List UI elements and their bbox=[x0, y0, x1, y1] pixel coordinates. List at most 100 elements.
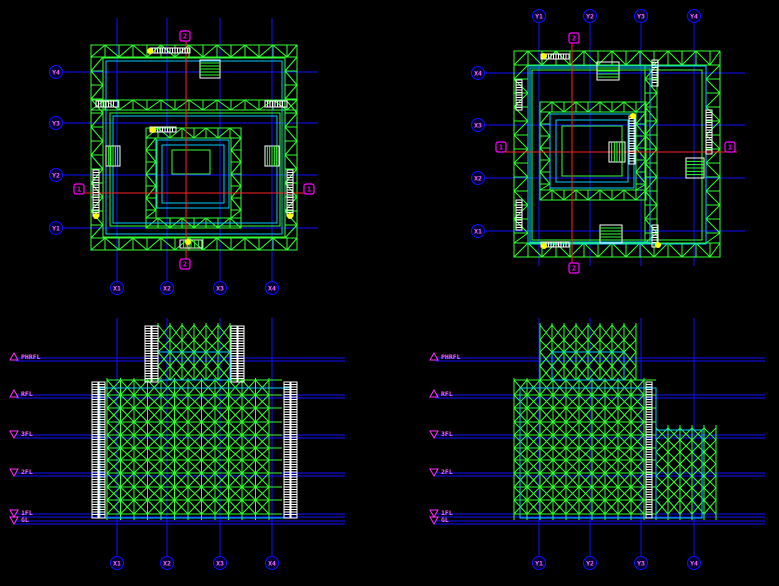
grid-bubble-x4: X4 bbox=[265, 556, 279, 570]
scaffold-brace bbox=[644, 92, 658, 108]
cross-brace bbox=[604, 394, 619, 409]
cross-brace bbox=[552, 472, 567, 488]
cross-brace bbox=[174, 407, 189, 423]
scaffold-brace bbox=[284, 56, 298, 72]
cross-brace bbox=[539, 351, 553, 367]
scaffold-band bbox=[644, 64, 658, 244]
scaffold-brace bbox=[272, 44, 288, 58]
cross-brace bbox=[679, 499, 693, 515]
cross-brace bbox=[539, 499, 554, 515]
scaffold-brace bbox=[230, 44, 246, 58]
section-tag-2-north: 2 bbox=[568, 32, 580, 44]
scaffold-brace bbox=[709, 50, 721, 66]
section-tag-box bbox=[73, 183, 85, 195]
scaffold-brace bbox=[216, 44, 232, 58]
cross-brace bbox=[604, 407, 619, 423]
grid-bubble-y3: Y3 bbox=[634, 556, 648, 570]
scaffold-brace bbox=[258, 99, 274, 111]
cross-brace bbox=[552, 407, 567, 423]
scaffold-brace bbox=[513, 162, 529, 178]
cross-brace bbox=[703, 463, 717, 477]
ladder bbox=[98, 381, 106, 519]
cross-brace bbox=[587, 339, 601, 353]
cross-brace bbox=[578, 499, 593, 515]
grid-bubble-label: Y4 bbox=[690, 13, 698, 21]
cross-brace bbox=[160, 394, 175, 409]
scaffold-brace bbox=[587, 189, 601, 201]
scaffold-brace bbox=[539, 159, 551, 173]
cross-brace bbox=[217, 324, 231, 341]
structure-frame-layer bbox=[99, 57, 707, 519]
scaffold-brace bbox=[90, 84, 104, 100]
cross-brace bbox=[120, 394, 135, 409]
scaffold-brace bbox=[145, 185, 157, 199]
section-tag-box bbox=[568, 32, 580, 44]
penthouse-outline bbox=[551, 351, 625, 381]
cross-brace bbox=[217, 339, 231, 353]
cross-brace bbox=[120, 421, 135, 436]
scaffold-brace bbox=[244, 237, 260, 251]
annex-outline bbox=[655, 429, 703, 519]
cross-brace bbox=[205, 351, 219, 367]
scaffold-brace bbox=[145, 149, 157, 163]
cross-brace bbox=[193, 365, 207, 381]
cross-brace bbox=[228, 421, 243, 436]
scaffold-brace bbox=[695, 50, 711, 66]
scaffold-brace bbox=[551, 101, 565, 113]
level-triangle-icon bbox=[429, 516, 439, 526]
cross-brace bbox=[551, 365, 565, 381]
cross-brace bbox=[539, 339, 553, 353]
cross-brace bbox=[228, 459, 243, 474]
scaffold-brace bbox=[539, 123, 551, 137]
scaffold-brace bbox=[286, 99, 298, 111]
scaffold-brace bbox=[705, 218, 721, 234]
section-tag-box bbox=[495, 141, 507, 153]
ladder bbox=[628, 115, 636, 165]
level-marker: 2FL bbox=[429, 468, 453, 478]
cross-brace bbox=[214, 486, 229, 501]
ladder bbox=[237, 325, 245, 383]
scaffold-brace bbox=[230, 99, 246, 111]
scaffold-brace bbox=[644, 190, 658, 206]
scaffold-brace bbox=[284, 140, 298, 156]
cross-brace bbox=[611, 324, 625, 341]
scaffold-brace bbox=[635, 183, 647, 191]
stair-tower bbox=[199, 59, 221, 79]
scaffold-brace bbox=[513, 120, 529, 136]
cross-brace bbox=[120, 486, 135, 501]
ladder bbox=[144, 325, 152, 383]
cross-brace bbox=[623, 339, 637, 353]
cross-brace bbox=[241, 499, 256, 515]
scaffold-brace bbox=[230, 209, 242, 219]
level-triangle-icon bbox=[429, 468, 439, 478]
grid-bubble-circle bbox=[471, 66, 485, 80]
grid-bubble-circle bbox=[213, 281, 227, 295]
scaffold-elevation bbox=[513, 323, 717, 520]
cross-brace bbox=[565, 394, 580, 409]
cross-brace bbox=[578, 407, 593, 423]
scaffold-brace bbox=[539, 147, 551, 161]
grid-bubble-y1: Y1 bbox=[532, 9, 546, 23]
cross-brace bbox=[703, 487, 717, 501]
grid-bubble-label: Y1 bbox=[535, 13, 543, 21]
cross-brace bbox=[157, 351, 171, 367]
level-triangle-icon bbox=[429, 388, 439, 398]
grid-bubble-label: X4 bbox=[268, 560, 276, 568]
scaffold-brace bbox=[611, 189, 625, 201]
cross-brace bbox=[187, 394, 202, 409]
scaffold-brace bbox=[202, 99, 218, 111]
cross-brace bbox=[133, 486, 148, 501]
cross-brace bbox=[133, 407, 148, 423]
cross-brace bbox=[255, 447, 270, 461]
scaffold-brace bbox=[635, 101, 647, 113]
grid-bubble-y2: Y2 bbox=[583, 556, 597, 570]
scaffold-brace bbox=[244, 44, 260, 58]
cross-brace bbox=[617, 486, 632, 501]
scaffold-brace bbox=[132, 99, 148, 111]
grid-bubble-x1: X1 bbox=[110, 281, 124, 295]
scaffold-brace bbox=[513, 134, 529, 150]
stair-tower bbox=[599, 224, 623, 244]
cross-brace bbox=[539, 434, 554, 449]
cross-brace bbox=[552, 447, 567, 461]
